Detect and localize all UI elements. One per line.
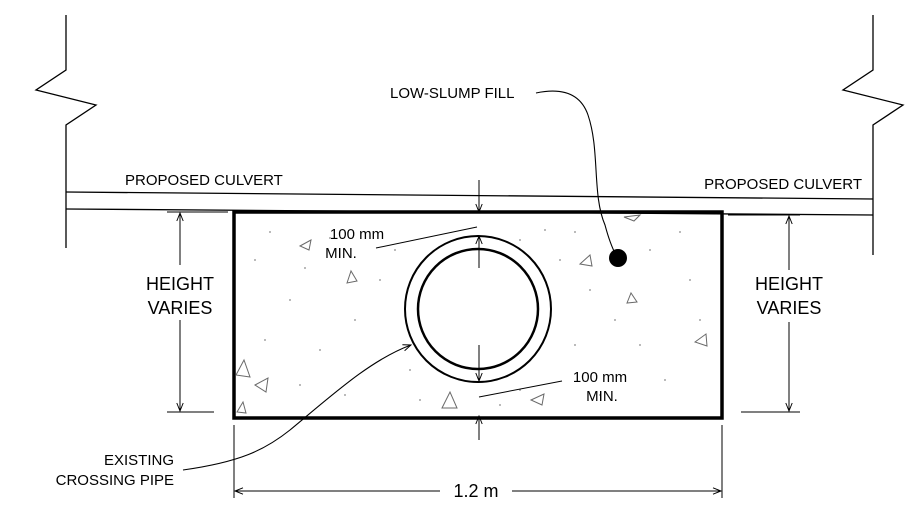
crossing-pipe-leader [182,344,413,471]
top-clearance-label-2: MIN. [325,245,357,262]
left-break-line [34,15,98,248]
right-break-line [841,15,905,255]
fill-aggregate [235,214,708,414]
left-height-label-1: HEIGHT [146,274,214,294]
existing-pipe-inner [416,247,540,371]
low-slump-fill-leader [535,90,618,258]
bottom-clearance-leader [478,380,563,398]
culvert-label-right: PROPOSED CULVERT [704,176,862,193]
fill-stipple [254,229,701,406]
left-height-label-2: VARIES [148,298,213,318]
low-slump-fill-leader-dot [609,249,627,267]
right-height-label-2: VARIES [757,298,822,318]
bottom-clearance-label-2: MIN. [586,388,618,405]
crossing-pipe-label-2: CROSSING PIPE [56,472,174,489]
culvert-top-line [65,191,874,200]
culvert-label-left: PROPOSED CULVERT [125,172,283,189]
right-height-label-1: HEIGHT [755,274,823,294]
crossing-pipe-label-1: EXISTING [104,452,174,469]
top-clearance-label-1: 100 mm [330,226,384,243]
width-label: 1.2 m [453,481,498,501]
top-clearance-leader [375,226,478,249]
bottom-clearance-label-1: 100 mm [573,369,627,386]
low-slump-fill-label: LOW-SLUMP FILL [390,85,514,102]
